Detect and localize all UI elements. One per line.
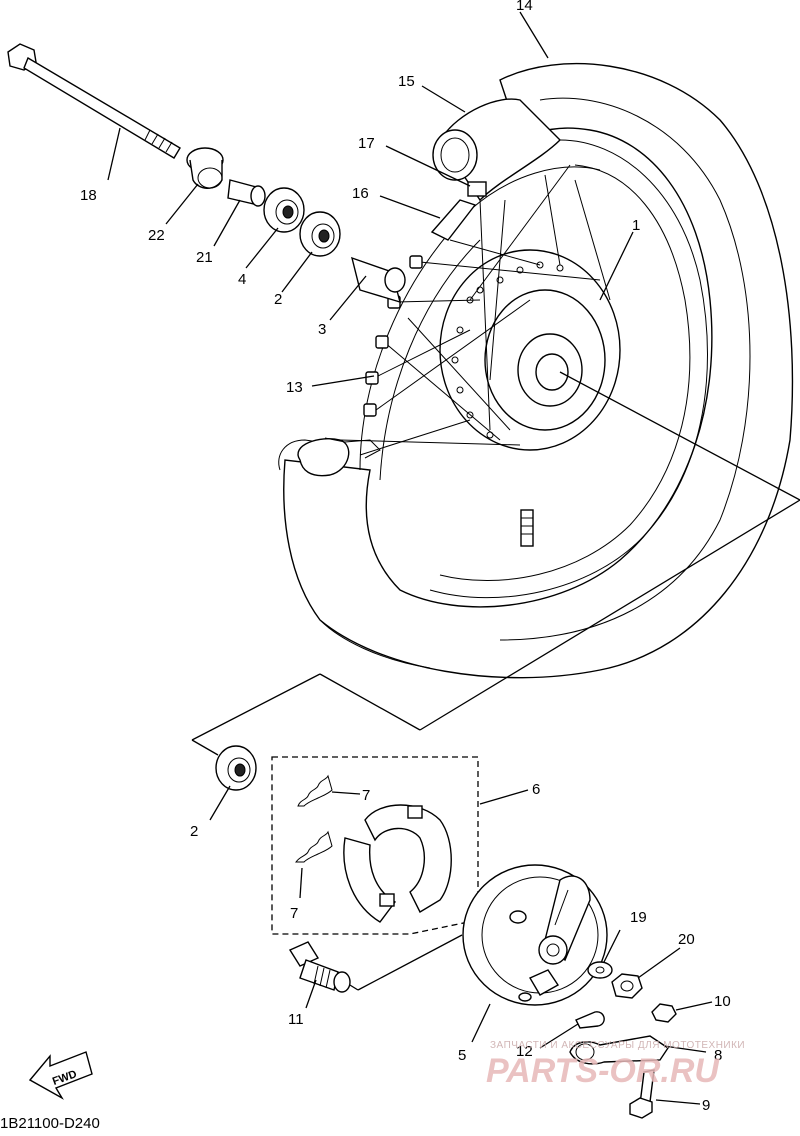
bearing-2-bottom [215, 745, 257, 791]
label-14: 14 [516, 0, 533, 14]
label-1: 1 [632, 217, 640, 234]
label-7-top: 7 [362, 787, 370, 804]
watermark-brand: PARTS-OR.RU [486, 1052, 720, 1090]
label-3: 3 [318, 321, 326, 338]
projection-lines [191, 371, 800, 991]
bearing-2-top [299, 211, 341, 257]
label-13: 13 [286, 379, 303, 396]
brake-shoe-kit [271, 756, 479, 935]
collar [186, 147, 224, 189]
valve-nut [467, 181, 487, 197]
washer-19 [587, 961, 613, 979]
label-2-top: 2 [274, 291, 282, 308]
axle [7, 43, 181, 159]
label-9: 9 [702, 1097, 710, 1114]
tire [283, 62, 794, 679]
label-10: 10 [714, 993, 731, 1010]
leader-lines [107, 11, 713, 1105]
diagram-code: 1B21100-D240 [0, 1115, 100, 1131]
cam-lever-8 [569, 1035, 669, 1065]
label-6: 6 [532, 781, 540, 798]
label-19: 19 [630, 909, 647, 926]
label-7-bottom: 7 [290, 905, 298, 922]
label-11: 11 [288, 1011, 304, 1028]
spacer [351, 256, 406, 304]
label-21: 21 [196, 249, 213, 266]
label-8: 8 [714, 1047, 722, 1064]
label-5: 5 [458, 1047, 466, 1064]
rim-band [430, 199, 477, 241]
bearing-4 [263, 187, 305, 233]
label-18: 18 [80, 187, 97, 204]
brake-plate [462, 864, 608, 1006]
label-17: 17 [358, 135, 375, 152]
watermark-tagline: ЗАПЧАСТИ И АКСЕССУАРЫ ДЛЯ МОТОТЕХНИКИ [490, 1040, 745, 1051]
watermark: ЗАПЧАСТИ И АКСЕССУАРЫ ДЛЯ МОТОТЕХНИКИ PA… [486, 1040, 745, 1090]
label-20: 20 [678, 931, 695, 948]
label-2-bottom: 2 [190, 823, 198, 840]
fwd-arrow: FWD [28, 1051, 93, 1100]
label-12: 12 [516, 1043, 533, 1060]
hub [439, 249, 621, 451]
spokes [297, 164, 611, 477]
label-16: 16 [352, 185, 369, 202]
label-15: 15 [398, 73, 415, 90]
nut-20 [611, 973, 643, 999]
camshaft [288, 941, 351, 993]
spacer-21 [227, 179, 266, 207]
indicator-12 [575, 1011, 605, 1029]
label-4: 4 [238, 271, 246, 288]
bolt-9 [629, 1069, 655, 1119]
inner-tube [432, 98, 561, 202]
label-22: 22 [148, 227, 165, 244]
nut-10 [651, 1003, 677, 1023]
callout-labels: 14 15 17 16 1 18 22 21 4 2 3 13 2 7 7 6 … [80, 0, 731, 1114]
valve-stem [520, 509, 534, 547]
